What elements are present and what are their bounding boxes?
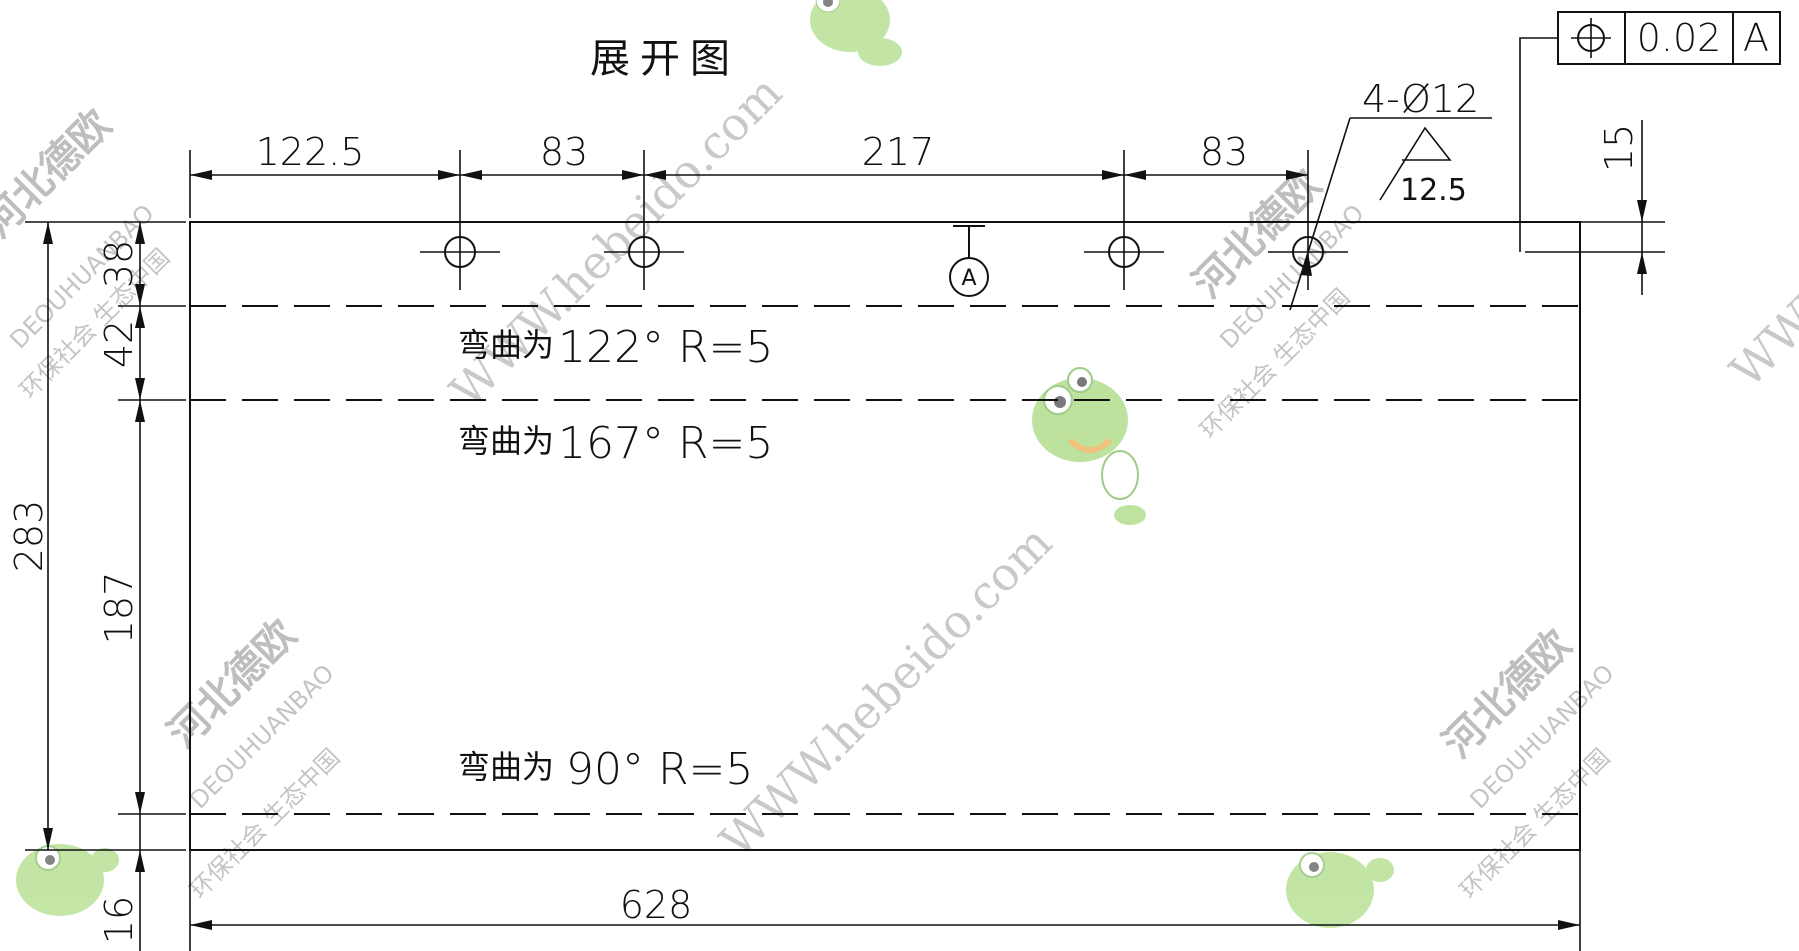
hole-callout-text: 4-Ø12 [1362,77,1479,121]
top-dimensions: 122.5 83 217 83 [189,130,1309,218]
gdt-datum: A [1743,16,1769,60]
right-dimension: 15 [1525,120,1665,295]
watermark-slogan: 环保社会 生态中国 [1454,743,1615,904]
datum-symbol: A [949,225,989,297]
position-symbol-icon [1571,18,1611,58]
feature-control-frame: 0.02 A [1519,11,1781,252]
frog-mascot-icon [1032,367,1146,525]
dim-16: 16 [97,896,141,944]
drawing-title: 展开图 [590,36,740,82]
datum-label: A [961,266,976,291]
dim-83-a: 83 [540,130,588,174]
hole [420,214,500,290]
dim-122-5: 122.5 [256,130,365,174]
dim-15: 15 [1597,124,1641,172]
dim-628: 628 [620,883,693,927]
bend-note: 弯曲为 122° R=5 [458,322,773,373]
hole [604,214,684,290]
dim-217: 217 [862,130,935,174]
watermark-brand: 河北德欧 [0,101,120,247]
watermark-brand: 河北德欧 [160,611,306,757]
bend-note-value: 90° R=5 [566,744,753,795]
watermark-slogan: 环保社会 生态中国 [184,743,345,904]
bottom-dimension: 628 [189,850,1581,951]
left-dimensions: 283 38 42 187 16 [7,221,186,951]
frog-mascot-icon [1286,852,1394,928]
dim-283: 283 [7,500,51,573]
roughness-value: 12.5 [1400,173,1467,208]
dim-83-b: 83 [1200,130,1248,174]
bend-note: 弯曲为 90° R=5 [458,744,753,795]
part-outline [189,221,1581,851]
bend-note-label: 弯曲为 [458,422,554,460]
frog-mascot-icon [810,0,902,66]
bend-note-label: 弯曲为 [458,326,554,364]
dim-187: 187 [97,572,141,645]
gdt-tolerance: 0.02 [1637,16,1722,60]
watermark-url: WWW.hebeido.com [1720,45,1799,398]
bend-note: 弯曲为 167° R=5 [458,418,773,469]
hole [1084,214,1164,290]
dim-42: 42 [97,320,141,368]
frog-mascot-icon [16,844,119,916]
bend-note-value: 167° R=5 [558,418,773,469]
dim-38: 38 [97,240,141,288]
bend-note-value: 122° R=5 [558,322,773,373]
watermark-brand: 河北德欧 [1435,621,1581,767]
hole-callout: 4-Ø12 12.5 [1289,77,1492,311]
bend-note-label: 弯曲为 [458,748,554,786]
